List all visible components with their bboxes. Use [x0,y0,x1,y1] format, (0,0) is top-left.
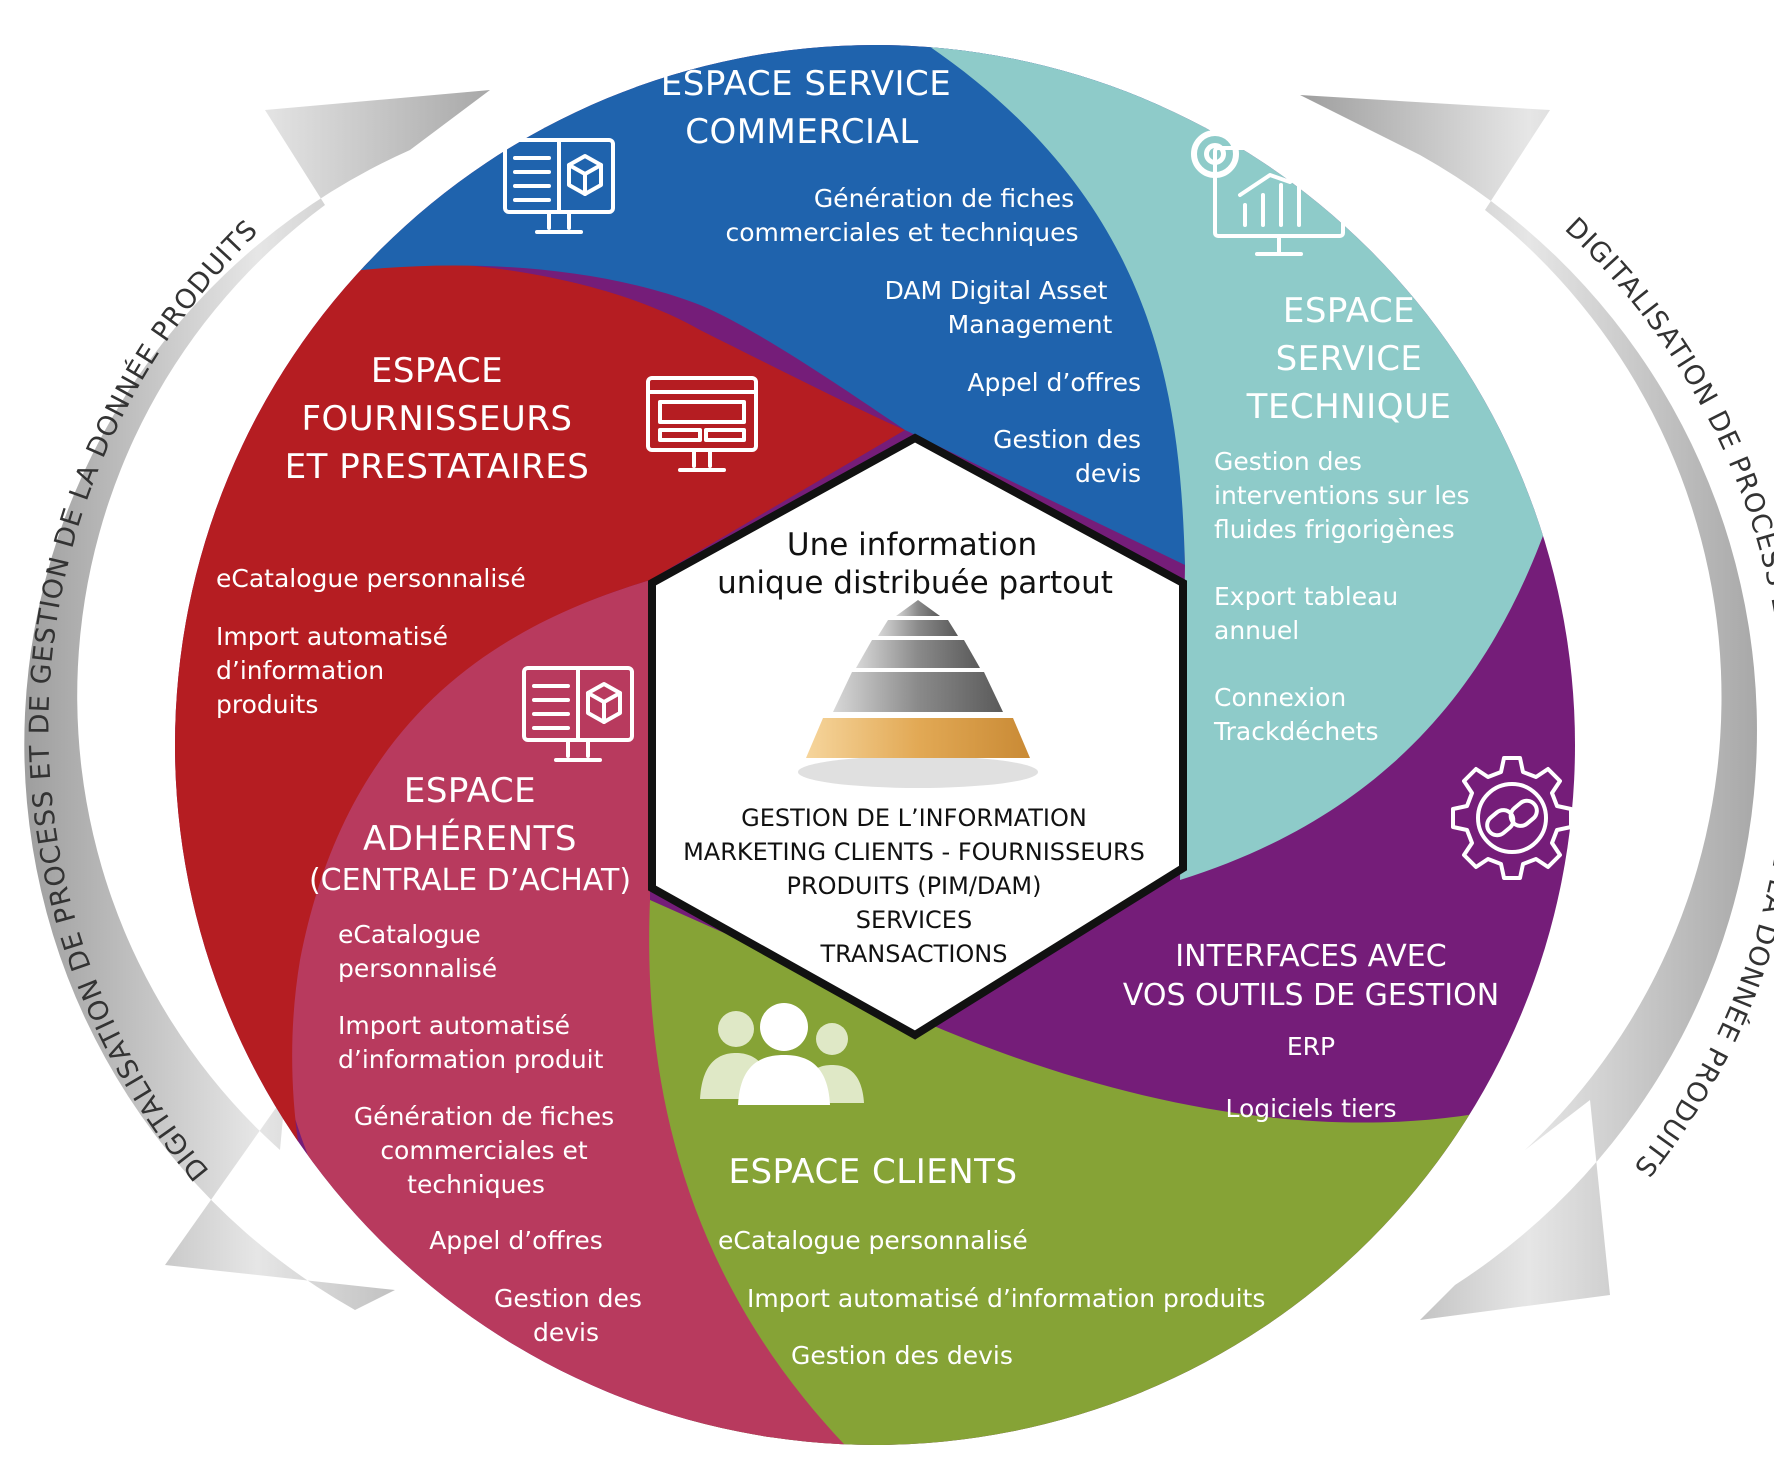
section-title: ADHÉRENTS [363,818,577,859]
center-headline: Une information unique distribuée partou… [717,527,1113,601]
section-title: ESPACE [371,351,503,391]
section-item: Gestion des [993,425,1141,454]
section-item: eCatalogue personnalisé [718,1226,1028,1255]
section-item: Gestion des [1214,447,1362,476]
section-item: eCatalogue [338,920,481,949]
section-title: ESPACE CLIENTS [728,1152,1017,1192]
section-item: d’information [216,656,384,685]
section-title: VOS OUTILS DE GESTION [1123,978,1499,1013]
people-group-icon [700,1003,864,1105]
section-item: Trackdéchets [1213,717,1378,746]
section-item: personnalisé [338,954,497,983]
section-title: ESPACE SERVICE [661,64,951,104]
section-fournisseurs: ESPACE FOURNISSEURS ET PRESTATAIRES eCat… [216,351,758,719]
center-line: SERVICES [856,906,972,934]
section-item: Génération de fiches [354,1102,614,1131]
section-title: TECHNIQUE [1246,387,1452,427]
gear-chart-monitor-icon [1191,130,1345,256]
section-title: FOURNISSEURS [301,399,572,439]
section-item: Import automatisé [216,622,448,651]
center-line: TRANSACTIONS [820,940,1008,968]
right-cycle-arrow [1300,95,1757,1320]
section-item: devis [533,1318,599,1347]
monitor-cube-icon [522,666,634,762]
section-item: Connexion [1214,683,1346,712]
center-line: GESTION DE L’INFORMATION [741,804,1087,832]
section-clients: ESPACE CLIENTS eCatalogue personnalisé I… [700,1003,1265,1370]
segment-fournisseurs [175,261,905,1300]
section-item: Appel d’offres [967,368,1141,397]
section-item: devis [1075,459,1141,488]
section-item: Logiciels tiers [1225,1094,1396,1123]
section-item: fluides frigorigènes [1214,515,1455,544]
monitor-layout-icon [646,376,758,472]
section-item: d’information produit [338,1045,604,1074]
section-item: Import automatisé d’information produits [747,1284,1265,1313]
section-item: commerciales et [380,1136,588,1165]
section-subtitle: (CENTRALE D’ACHAT) [309,863,631,898]
center-list: GESTION DE L’INFORMATION MARKETING CLIEN… [683,804,1145,968]
section-title: ET PRESTATAIRES [285,447,590,487]
center-line: PRODUITS (PIM/DAM) [787,872,1042,900]
pyramid-icon [798,600,1038,788]
section-item: Export tableau [1214,582,1398,611]
section-item: ERP [1287,1032,1335,1061]
center-line: MARKETING CLIENTS - FOURNISSEURS [683,838,1145,866]
section-item: DAM Digital Asset [885,276,1108,305]
section-title: INTERFACES AVEC [1175,939,1446,974]
section-interfaces: INTERFACES AVEC VOS OUTILS DE GESTION ER… [1123,756,1573,1123]
section-item: Appel d’offres [429,1226,603,1255]
section-technique: ESPACE SERVICE TECHNIQUE Gestion des int… [1191,130,1470,746]
center-headline-line: unique distribuée partout [717,565,1113,601]
center-headline-line: Une information [787,527,1037,563]
section-commercial: ESPACE SERVICE COMMERCIAL Génération de … [503,64,1141,488]
segment-adherents [275,580,880,1445]
section-title: ESPACE [1283,291,1415,331]
section-item: annuel [1214,616,1299,645]
left-cycle-arrow [24,90,490,1310]
section-title: COMMERCIAL [685,112,919,152]
monitor-cube-icon [503,138,615,234]
section-item: Gestion des [494,1284,642,1313]
section-item: produits [216,690,318,719]
section-item: Management [948,310,1113,339]
section-item: commerciales et techniques [726,218,1079,247]
section-item: eCatalogue personnalisé [216,564,526,593]
section-title: SERVICE [1276,339,1423,379]
section-item: Import automatisé [338,1011,570,1040]
section-item: techniques [407,1170,545,1199]
section-title: ESPACE [404,771,536,811]
gear-link-icon [1451,756,1573,880]
section-item: Génération de fiches [814,184,1074,213]
section-item: Gestion des devis [791,1341,1013,1370]
section-adherents: ESPACE ADHÉRENTS (CENTRALE D’ACHAT) eCat… [309,666,642,1347]
section-item: interventions sur les [1214,481,1470,510]
